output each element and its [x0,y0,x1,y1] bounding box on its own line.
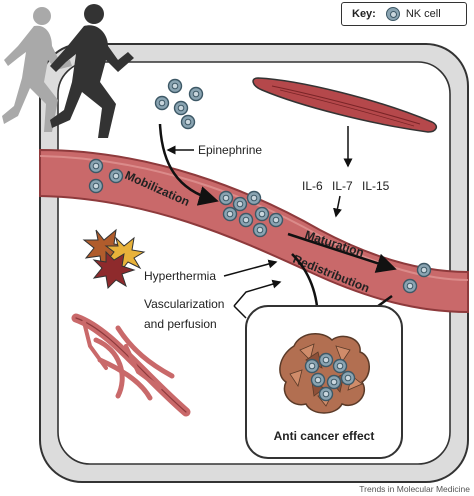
nk-cell [167,78,183,94]
nk-cell [246,190,262,206]
hyperthermia-icon [82,228,146,290]
nk-cell [108,168,124,184]
nk-cell [218,190,234,206]
epinephrine-label: Epinephrine [198,143,262,157]
nk-cell [173,100,189,116]
il15-label: IL-15 [362,179,390,193]
nk-cell-key-icon [385,7,400,21]
runner-front-icon [50,4,134,138]
hyperthermia-label: Hyperthermia [144,269,216,283]
il6-label: IL-6 [302,179,323,193]
hyperthermia-arrow [223,259,278,277]
vascularization-arrow [233,279,282,307]
nk-cell [268,212,284,228]
nk-cell [188,86,204,102]
nk-cell [238,212,254,228]
nk-cell [318,386,334,402]
journal-credit: Trends in Molecular Medicine [359,484,470,494]
nk-cell [254,206,270,222]
anti-cancer-label: Anti cancer effect [274,429,375,443]
nk-cell [402,278,418,294]
nk-cell [222,206,238,222]
nk-cell [252,222,268,238]
nk-cell [304,358,320,374]
key-title: Key: [352,8,376,20]
key-legend: Key: NK cell [341,2,467,26]
epinephrine-flow-arrow [158,123,219,206]
nk-cell [310,372,326,388]
nk-cell [340,370,356,386]
nk-cell [88,158,104,174]
key-nk-label: NK cell [405,8,441,20]
nk-cell [326,374,342,390]
nk-cell [88,178,104,194]
muscle-icon [252,77,438,133]
perfusion-label: and perfusion [144,317,217,331]
vascular-network-icon [71,313,191,417]
tumor-icon [279,333,370,414]
vascularization-label: Vascularization [144,297,224,311]
il7-label: IL-7 [332,179,353,193]
runner-back-icon [2,7,72,132]
il-to-vessel-arrow [333,195,342,218]
vascularization-pointer [233,305,247,319]
nk-cell [180,114,196,130]
nk-cell [154,95,170,111]
nk-cell [416,262,432,278]
nk-cell [318,352,334,368]
nk-cell [332,358,348,374]
maturation-arrow [287,232,397,273]
nk-cell [232,196,248,212]
